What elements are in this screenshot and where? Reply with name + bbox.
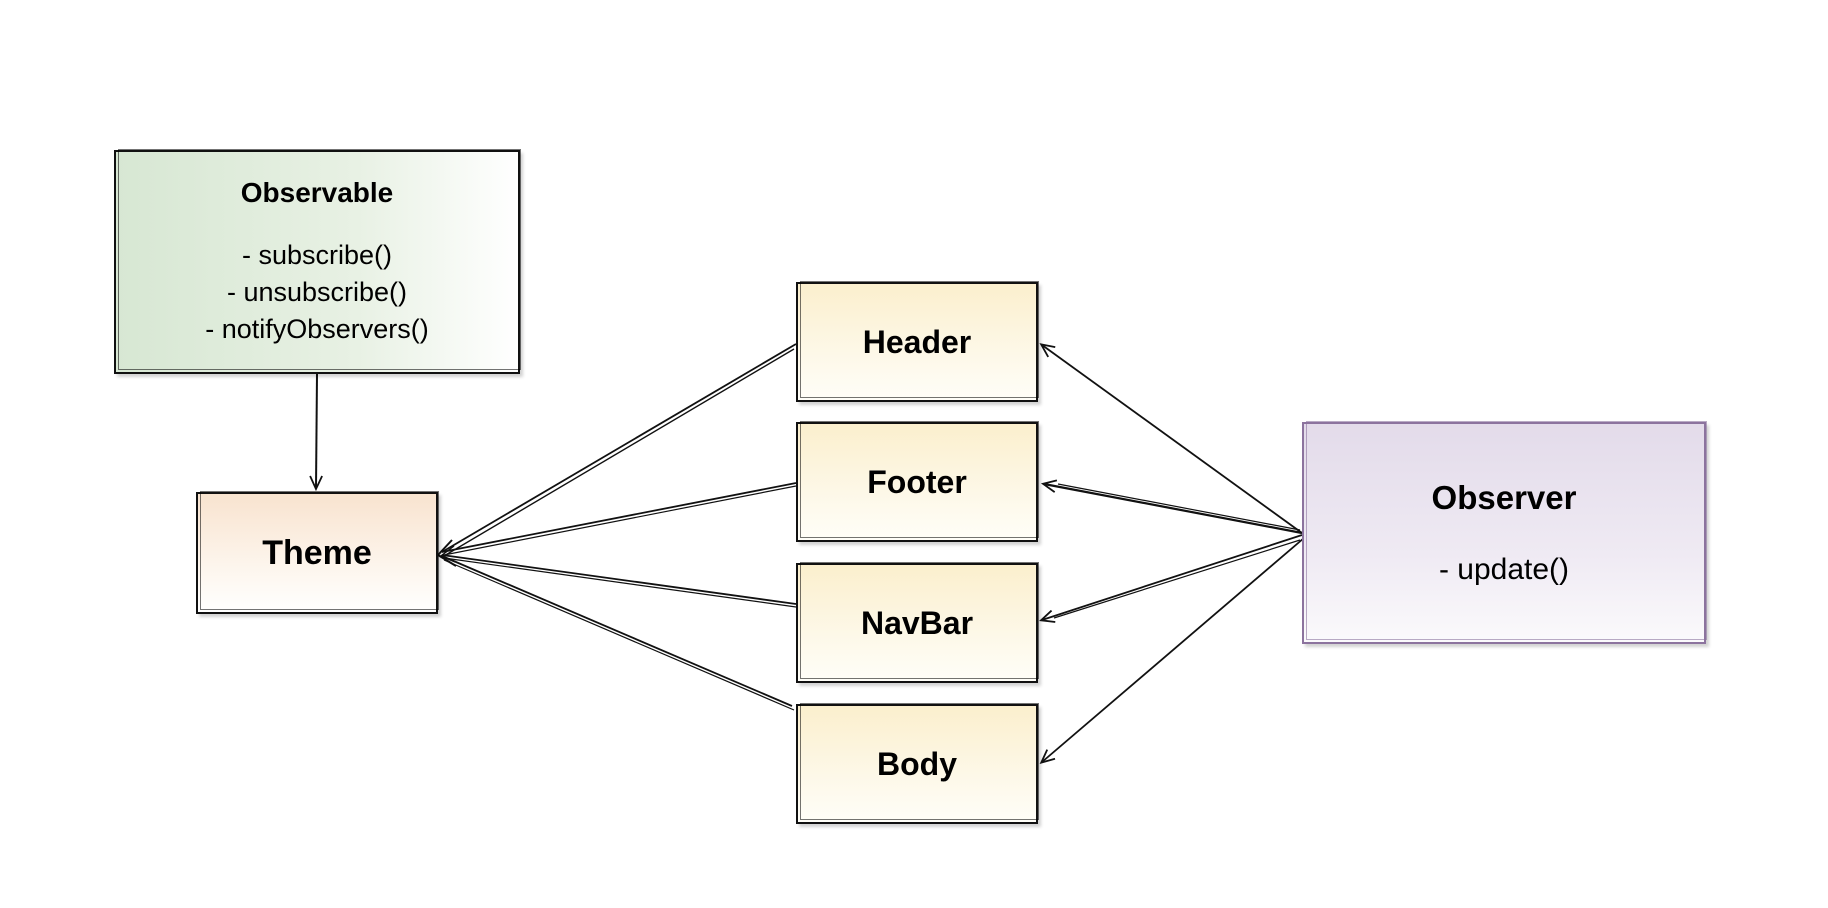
body-component-box[interactable]: Body	[796, 703, 1039, 824]
connector-navbar-theme	[441, 554, 797, 608]
method-update: - update()	[1438, 553, 1570, 586]
footer-component-box[interactable]: Footer	[796, 421, 1039, 542]
theme-title: Theme	[262, 533, 372, 572]
navbar-component-title: NavBar	[860, 604, 974, 641]
connector-observer-body	[1042, 537, 1305, 762]
connector-observer-navbar	[1042, 534, 1303, 620]
method-subscribe: - subscribe()	[241, 239, 392, 270]
observable-box[interactable]: Observable - subscribe() - unsubscribe()…	[114, 149, 521, 374]
theme-arrowhead	[436, 539, 457, 567]
connector-observer-footer	[1044, 484, 1303, 535]
method-notify-observers: - notifyObservers()	[205, 313, 429, 344]
method-unsubscribe: - unsubscribe()	[226, 276, 408, 307]
body-component-title: Body	[877, 745, 957, 782]
header-component-box[interactable]: Header	[796, 281, 1039, 402]
connector-body-theme	[441, 555, 795, 711]
header-component-title: Header	[862, 323, 972, 360]
footer-component-title: Footer	[867, 463, 967, 500]
observer-title: Observer	[1431, 479, 1577, 516]
observer-methods: - update()	[1439, 553, 1569, 587]
theme-box[interactable]: Theme	[196, 491, 439, 614]
observable-title: Observable	[240, 176, 394, 208]
connector-observable-theme	[316, 373, 317, 488]
observer-box[interactable]: Observer - update()	[1302, 421, 1707, 644]
connector-observer-header	[1042, 345, 1303, 534]
connector-footer-theme	[441, 482, 797, 556]
connector-header-theme	[441, 343, 797, 557]
navbar-component-box[interactable]: NavBar	[796, 562, 1039, 683]
observable-methods: - subscribe() - unsubscribe() - notifyOb…	[205, 237, 429, 348]
